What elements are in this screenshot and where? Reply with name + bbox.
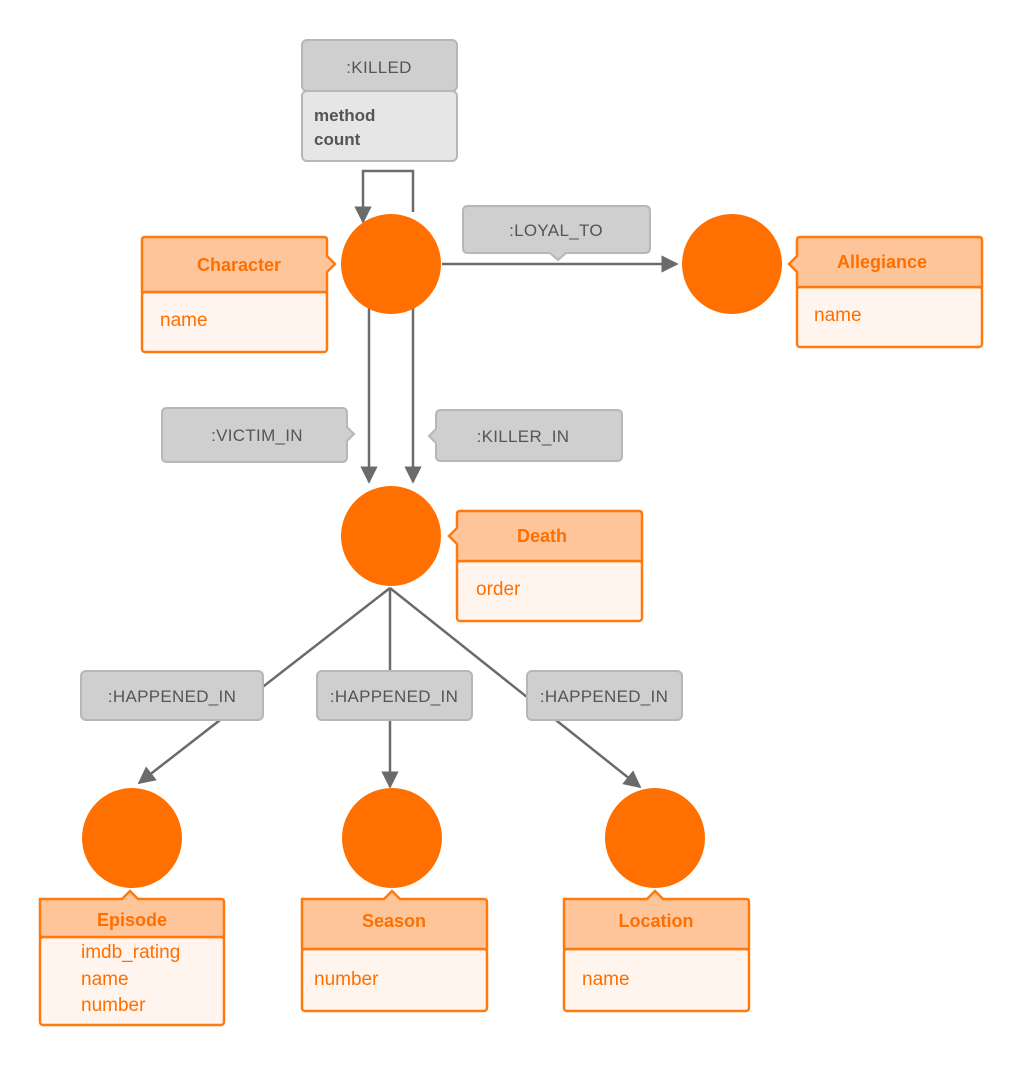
allegiance-node[interactable]: [682, 214, 782, 314]
happened-in-location-type-label: :HAPPENED_IN: [540, 687, 668, 706]
killed-relationship-box[interactable]: :KILLED method count: [301, 39, 458, 162]
season-label-text: Season: [362, 911, 426, 931]
season-label-box[interactable]: Season number: [300, 889, 489, 1013]
season-node[interactable]: [342, 788, 442, 888]
character-label-box[interactable]: Character name: [140, 235, 337, 354]
episode-label-box[interactable]: Episode imdb_rating name number: [38, 889, 226, 1027]
death-property-order: order: [476, 579, 521, 600]
victim-in-type-label: :VICTIM_IN: [211, 426, 303, 445]
killer-in-relationship-label[interactable]: :KILLER_IN: [427, 409, 623, 462]
loyal-to-type-label: :LOYAL_TO: [509, 221, 603, 240]
death-label-text: Death: [517, 526, 567, 546]
happened-in-episode-label[interactable]: :HAPPENED_IN: [80, 670, 264, 721]
killed-type-label: :KILLED: [346, 58, 411, 77]
episode-label-text: Episode: [97, 910, 167, 930]
victim-in-relationship-label[interactable]: :VICTIM_IN: [161, 407, 356, 463]
happened-in-episode-type-label: :HAPPENED_IN: [108, 687, 236, 706]
location-node[interactable]: [605, 788, 705, 888]
happened-in-season-type-label: :HAPPENED_IN: [330, 687, 458, 706]
killed-property-count: count: [314, 130, 361, 149]
death-label-box[interactable]: Death order: [447, 509, 644, 623]
episode-property-name: name: [81, 969, 129, 990]
episode-node[interactable]: [82, 788, 182, 888]
location-label-box[interactable]: Location name: [562, 889, 751, 1013]
happened-in-location-edge[interactable]: [389, 587, 642, 789]
character-property-name: name: [160, 310, 208, 331]
happened-in-episode-edge[interactable]: [137, 587, 391, 785]
season-property-number: number: [314, 969, 379, 990]
character-node[interactable]: [341, 214, 441, 314]
killed-self-loop-edge[interactable]: [354, 169, 415, 224]
episode-property-imdb-rating: imdb_rating: [81, 942, 180, 963]
happened-in-season-label[interactable]: :HAPPENED_IN: [316, 670, 473, 721]
happened-in-location-label[interactable]: :HAPPENED_IN: [526, 670, 683, 721]
allegiance-label-text: Allegiance: [837, 252, 927, 272]
location-property-name: name: [582, 969, 630, 990]
character-label-text: Character: [197, 255, 281, 275]
killed-property-method: method: [314, 106, 375, 125]
allegiance-label-box[interactable]: Allegiance name: [787, 235, 984, 349]
location-label-text: Location: [619, 911, 694, 931]
allegiance-property-name: name: [814, 305, 862, 326]
killer-in-type-label: :KILLER_IN: [477, 427, 570, 446]
loyal-to-relationship-label[interactable]: :LOYAL_TO: [462, 205, 651, 262]
episode-property-number: number: [81, 995, 146, 1016]
death-node[interactable]: [341, 486, 441, 586]
